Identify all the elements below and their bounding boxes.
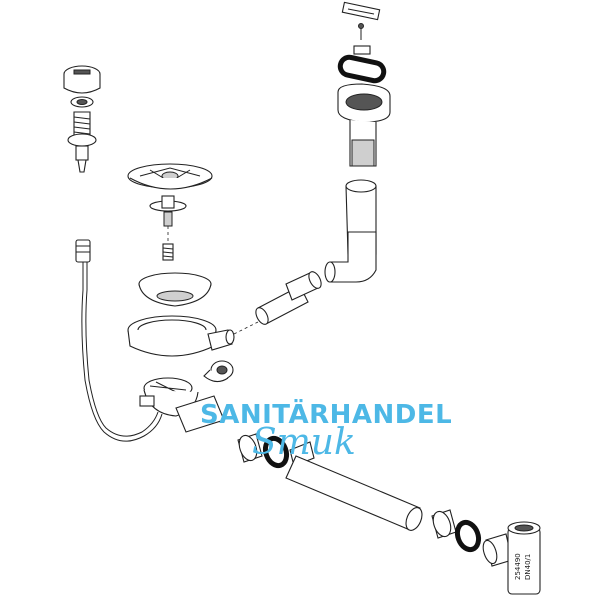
knob-logo-plate [73, 69, 91, 75]
tee-side-inlet-face [482, 539, 498, 565]
drain-pipe-body [285, 455, 421, 531]
tee-connector: 254490 DN40/1 [482, 521, 541, 595]
tee-code-2: DN40/1 [524, 554, 532, 580]
overflow-hose-end-1 [255, 307, 269, 325]
knob-cap-body [63, 74, 101, 94]
upper-gasket [262, 435, 290, 469]
overflow-cover-opening [345, 93, 383, 111]
cable-line [81, 262, 163, 442]
connector-nut [203, 360, 234, 383]
sink-outlet-body [127, 315, 259, 357]
cable-line-outer [85, 262, 159, 437]
overflow-elbow-end [324, 261, 336, 283]
cable-connector-ribs [76, 245, 90, 253]
drain-pipe-end [405, 507, 423, 531]
knob-spring [73, 116, 91, 140]
knob-tip [77, 159, 87, 173]
control-knob-assembly [63, 65, 101, 173]
overflow-housing [337, 1, 391, 167]
bowden-cable [75, 239, 163, 442]
tee-top-opening [514, 524, 534, 532]
drain-valve-outlet [175, 395, 225, 433]
upper-nut-gasket [237, 433, 290, 469]
connector-nut-hole [216, 365, 228, 375]
overflow-label-mark [347, 8, 375, 15]
cable-connector [75, 239, 91, 263]
knob-flange [67, 133, 97, 147]
outlet-overflow-spigot-end [225, 329, 235, 345]
overflow-vertical-pipe-top [345, 179, 377, 193]
lower-nut-face [432, 510, 452, 538]
lower-gasket [454, 519, 482, 553]
sieve-bottom [156, 290, 194, 302]
overflow-link-line [233, 321, 259, 335]
overflow-pipe [324, 179, 377, 283]
main-drain-pipe [285, 441, 423, 531]
strainer-basket [127, 163, 213, 190]
plug-head [161, 195, 175, 209]
outlet-bowl [127, 329, 217, 357]
knob-stem [75, 145, 89, 161]
connector-nut-side [203, 369, 229, 383]
knob-ring-hole [76, 99, 88, 105]
upper-nut-face [238, 434, 258, 462]
plug-shaft [163, 211, 173, 227]
strainer-rim [129, 177, 213, 190]
overflow-hose [255, 271, 322, 325]
sieve-basket-ring [138, 272, 212, 307]
plug-spring-coils [162, 247, 174, 258]
tee-code-1: 254490 [514, 553, 522, 580]
overflow-gasket [337, 54, 387, 84]
overflow-screw-head [358, 23, 364, 29]
overflow-clip [353, 45, 371, 55]
drain-valve-clip [139, 395, 155, 407]
overflow-elbow [329, 231, 377, 283]
overflow-housing-shade [351, 139, 375, 167]
drain-valve-bottom [139, 377, 225, 433]
plug-stem-assembly [149, 195, 187, 261]
lower-nut-gasket [431, 509, 482, 553]
overflow-hose-end-2 [308, 271, 322, 289]
